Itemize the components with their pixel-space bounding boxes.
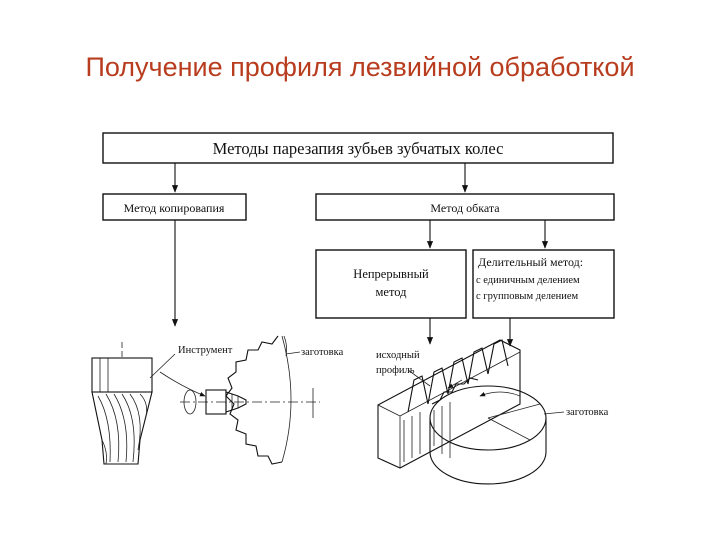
left-gear-blank — [225, 335, 292, 465]
header-box: Методы парезапия зубьев зубчатых колес — [102, 132, 614, 164]
tool-leader — [149, 353, 176, 379]
continuous-method-line-2: метод — [375, 285, 407, 299]
rack-and-gear-illustration — [377, 339, 547, 485]
form-cutter-illustration — [91, 342, 153, 465]
blank-right-leader — [543, 411, 565, 415]
rolling-method-box: Метод обката — [315, 193, 615, 221]
rolling-method-text: Метод обката — [430, 201, 500, 215]
indexing-method-line-3: с групповым делением — [476, 291, 579, 302]
indexing-method-box: Делительный метод: с единичным делением … — [472, 249, 615, 319]
feed-arrow — [159, 371, 206, 397]
indexing-method-line-1: Делительный метод: — [478, 255, 583, 269]
blank-right-label: заготовка — [566, 407, 609, 418]
continuous-method-line-1: Непрерывный — [353, 267, 429, 281]
indexing-method-line-2: с единичным делением — [476, 275, 580, 286]
source-profile-leader — [407, 369, 431, 387]
copying-method-box: Метод копировапия — [102, 193, 247, 221]
continuous-method-box: Непрерывный метод — [315, 249, 467, 319]
source-profile-line-2: профиль — [376, 365, 415, 376]
blank-left-leader — [285, 351, 301, 355]
copying-method-text: Метод копировапия — [124, 201, 225, 215]
blank-left-label: заготовка — [301, 347, 344, 358]
disc-cutter — [180, 388, 320, 418]
tool-label: Инструмент — [178, 345, 233, 356]
header-text: Методы парезапия зубьев зубчатых колес — [213, 139, 504, 158]
source-profile-line-1: исходный — [376, 350, 420, 361]
slide-title: Получение профиля лезвийной обработкой — [85, 52, 635, 82]
